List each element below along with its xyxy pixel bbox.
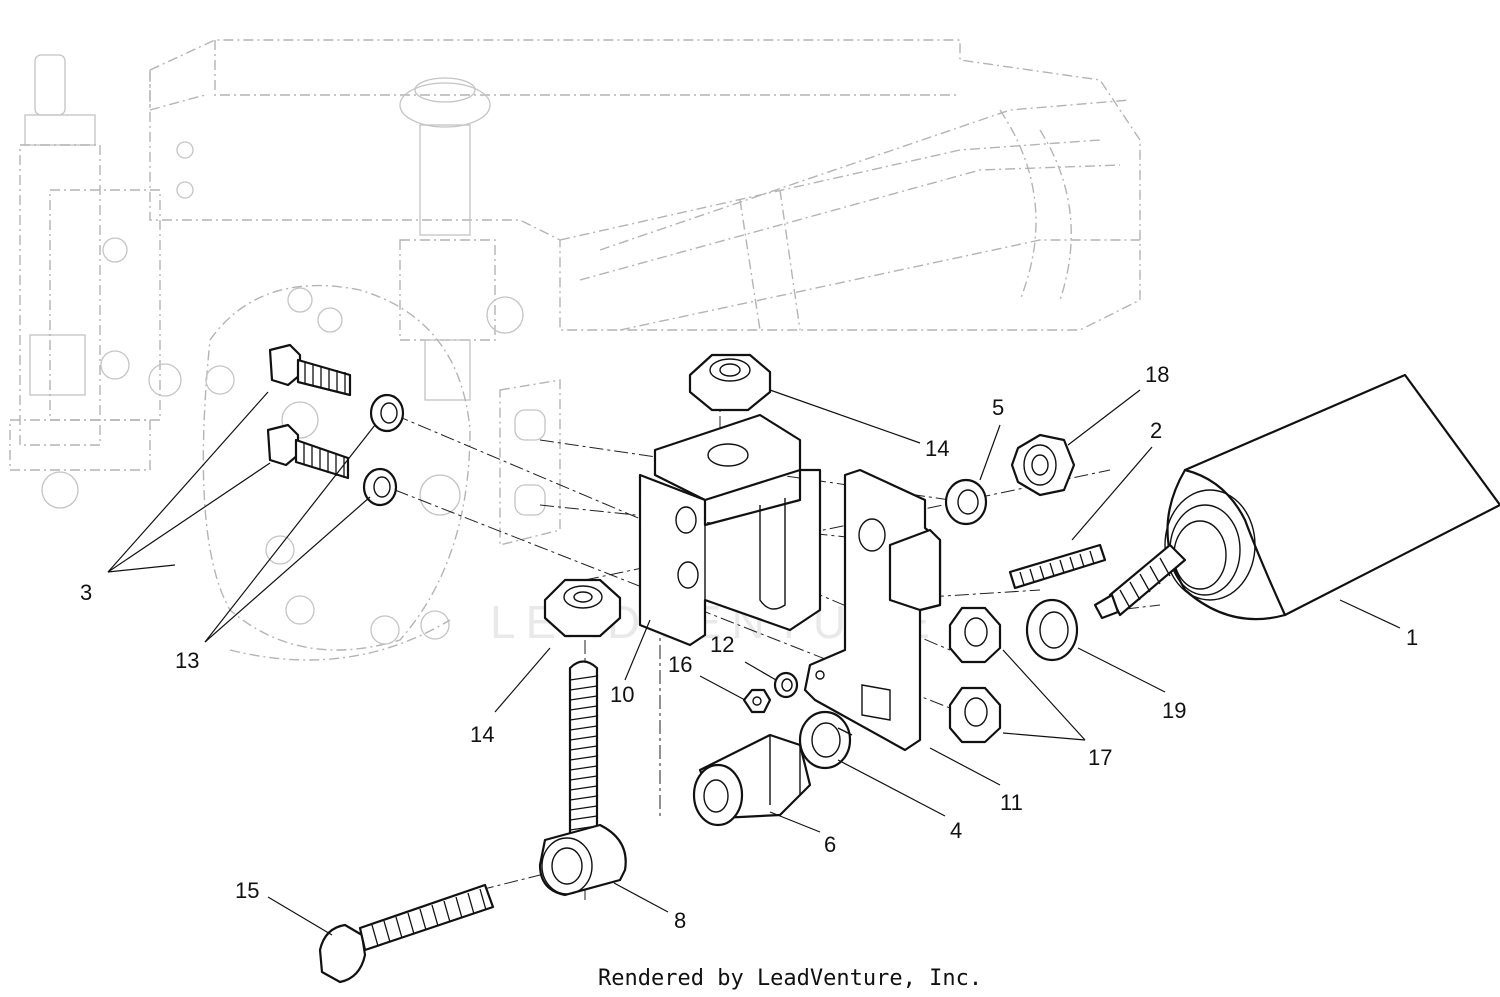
- callout-6: 6: [824, 832, 836, 857]
- callout-4: 4: [950, 818, 962, 843]
- rear-slotted-bracket: [499, 379, 561, 546]
- callout-18: 18: [1145, 362, 1169, 387]
- part-3-bolts: [266, 343, 352, 480]
- left-mount-plate: [49, 141, 194, 421]
- callout-2: 2: [1150, 418, 1162, 443]
- callout-13: 13: [175, 648, 199, 673]
- part-15-bolt: [318, 883, 495, 984]
- part-12-washer: [773, 671, 799, 699]
- part-6-coupler-nut: [692, 733, 812, 827]
- callout-14-top: 14: [925, 436, 949, 461]
- callout-10: 10: [610, 682, 634, 707]
- callout-8: 8: [674, 908, 686, 933]
- part-13-washers: [362, 393, 405, 507]
- part-14-nut-top: [688, 353, 772, 412]
- part-16-nut: [742, 688, 772, 714]
- bolt-upper: [268, 343, 352, 397]
- callout-16: 16: [668, 652, 692, 677]
- callout-leaders: [107, 389, 1401, 936]
- hub-housing: [202, 284, 471, 661]
- callout-12: 12: [710, 632, 734, 657]
- part-8-eye-bolt: [538, 660, 627, 897]
- part-19-washer: [1025, 598, 1079, 662]
- callout-numbers: 1 2 3 4 5 6 8 10 11 12 13 14 14 15 16 17…: [80, 362, 1418, 933]
- background-frame-assembly: [9, 39, 1141, 661]
- bolt-lower: [266, 423, 350, 480]
- callout-14-bottom: 14: [470, 722, 494, 747]
- part-11-plate: [803, 468, 942, 752]
- callout-5: 5: [992, 395, 1004, 420]
- locknut-upper: [948, 606, 1002, 664]
- center-adjuster: [399, 77, 524, 401]
- left-cylinder: [9, 54, 151, 509]
- part-10-bracket: [638, 413, 822, 647]
- locknut-lower: [948, 686, 1002, 744]
- part-5-washer: [944, 478, 988, 526]
- part-17-locknuts: [948, 606, 1002, 744]
- part-1-cylinder: [1093, 373, 1500, 621]
- part-14-nut-bottom: [543, 578, 622, 638]
- callout-1: 1: [1406, 625, 1418, 650]
- callout-3: 3: [80, 580, 92, 605]
- part-2-stud: [1008, 543, 1107, 590]
- callout-19: 19: [1162, 698, 1186, 723]
- render-credit: Rendered by LeadVenture, Inc.: [598, 966, 982, 991]
- callout-15: 15: [235, 878, 259, 903]
- part-4-lock-washer: [798, 710, 853, 770]
- callout-11: 11: [1000, 790, 1023, 815]
- part-18-nut: [1010, 433, 1076, 497]
- callout-17: 17: [1088, 745, 1112, 770]
